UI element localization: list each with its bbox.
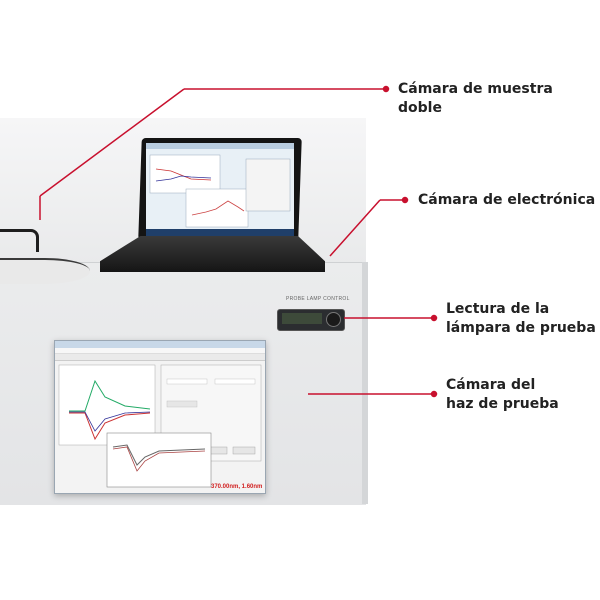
lid-handle [0,229,39,252]
callout-electronics-chamber: Cámara de electrónica [418,192,596,208]
callout-line-sample-diagonal [39,88,185,197]
sample-chamber-lid [0,258,90,284]
callout-dot-electronics [401,196,409,204]
software-plots [58,364,262,488]
software-window: 370.00nm, 1.60nm [54,340,266,494]
lamp-control-knob [326,312,341,327]
callout-line-electronics-diagonal [329,199,381,257]
callout-dot-lamp [430,314,438,322]
callout-sample-chamber: Cámara de muestra doble [398,81,553,116]
callout-beam-chamber-line1: Cámara del [446,377,536,393]
panel-label: PROBE LAMP CONTROL [286,296,350,302]
callout-dot-sample [382,85,390,93]
callout-dot-beam [430,390,438,398]
software-menubar [55,348,265,354]
screen-titlebar [146,143,294,149]
screen-plots [146,154,294,236]
laptop-keyboard-base [100,236,325,272]
lamp-readout-lcd [282,313,322,324]
callout-lamp-readout-line2: lámpara de prueba [446,320,596,336]
laptop-screen [146,143,294,236]
callout-beam-chamber-line2: haz de prueba [446,396,559,412]
callout-lamp-readout-line1: Lectura de la [446,301,550,317]
software-titlebar [55,341,265,348]
cabinet-side [362,262,368,504]
software-status-value: 370.00nm, 1.60nm [211,484,263,490]
software-toolbar [55,354,265,361]
